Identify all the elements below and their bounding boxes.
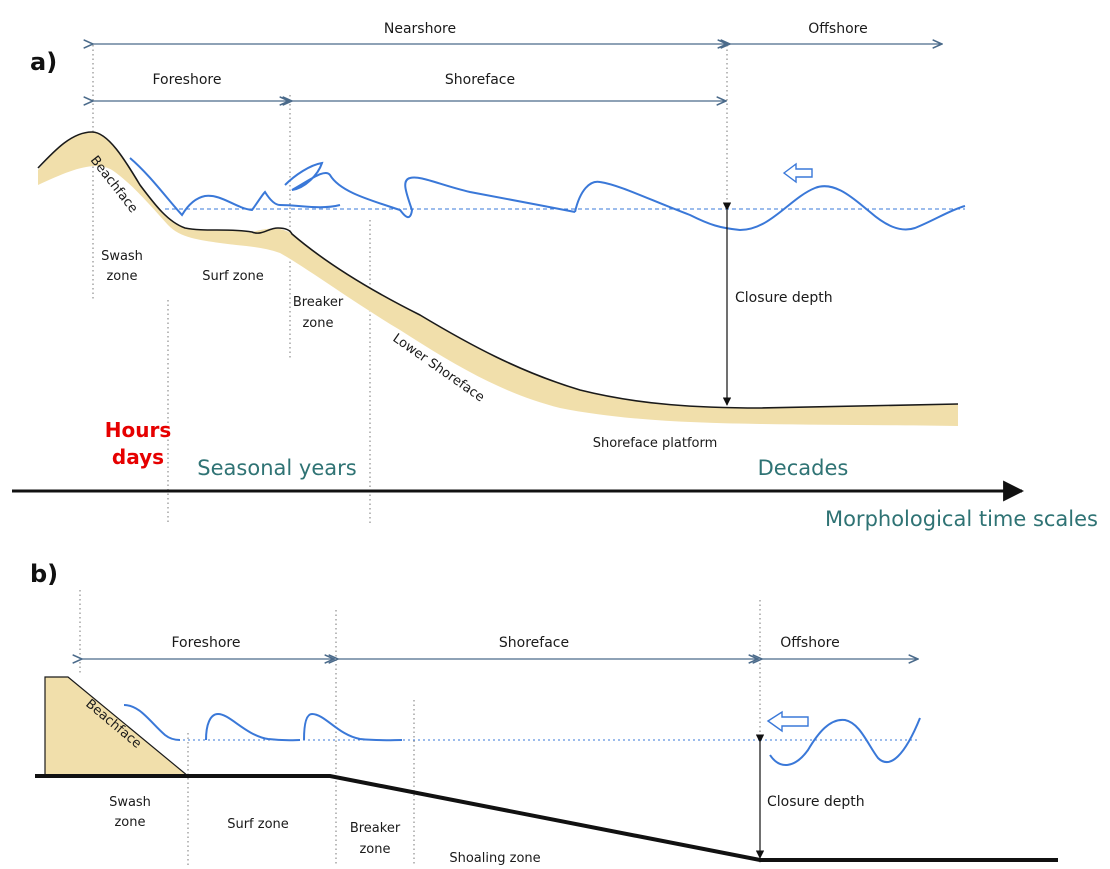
label-offshore: Offshore (780, 635, 839, 651)
label-breaker-line2: zone (302, 316, 333, 331)
seabed-profile (35, 774, 1058, 862)
label-swash-line2: zone (106, 269, 137, 284)
label-nearshore: Nearshore (384, 21, 456, 37)
label-shoreface: Shoreface (445, 72, 515, 88)
label-offshore: Offshore (808, 21, 867, 37)
wave-direction-arrow (782, 162, 813, 184)
label-breaker-line2: zone (359, 842, 390, 857)
plunging-breaker (284, 161, 576, 219)
label-shoreface-platform: Shoreface platform (593, 436, 718, 451)
label-days: days (112, 445, 164, 469)
wave-direction-arrow (766, 710, 809, 733)
label-swash-line1: Swash (109, 795, 151, 810)
label-seasonal-years: Seasonal years (197, 456, 356, 480)
wave-train (574, 180, 966, 232)
label-breaker-line1: Breaker (293, 295, 344, 310)
panel-b-tag: b) (30, 560, 58, 588)
label-surf-zone: Surf zone (227, 817, 289, 832)
label-time-axis: Morphological time scales (825, 507, 1098, 531)
label-foreshore: Foreshore (172, 635, 241, 651)
label-closure-depth: Closure depth (767, 794, 865, 810)
beach-profile-sand (38, 132, 958, 426)
label-breaker-line1: Breaker (350, 821, 401, 836)
surf-wave (205, 712, 301, 742)
label-hours: Hours (105, 418, 171, 442)
breaking-wave-crests (129, 157, 341, 217)
label-surf-zone: Surf zone (202, 269, 264, 284)
timescale-axis: Hours days Seasonal years Decades Morpho… (12, 418, 1098, 531)
swash-wave (123, 704, 181, 741)
label-foreshore: Foreshore (153, 72, 222, 88)
panel-b: b) Foreshore Shoreface Offshore Beachfac… (30, 560, 1058, 866)
panel-a-tag: a) (30, 48, 57, 76)
breaker-wave (303, 712, 403, 742)
label-swash-line1: Swash (101, 249, 143, 264)
label-shoaling-zone: Shoaling zone (449, 851, 540, 866)
label-closure-depth: Closure depth (735, 290, 833, 306)
label-swash-line2: zone (114, 815, 145, 830)
label-decades: Decades (758, 456, 849, 480)
label-shoreface: Shoreface (499, 635, 569, 651)
offshore-wave (769, 717, 921, 766)
seabed-line (37, 131, 959, 409)
panel-a: a) Nearshore Offshore Foreshore Shorefac… (30, 21, 966, 525)
